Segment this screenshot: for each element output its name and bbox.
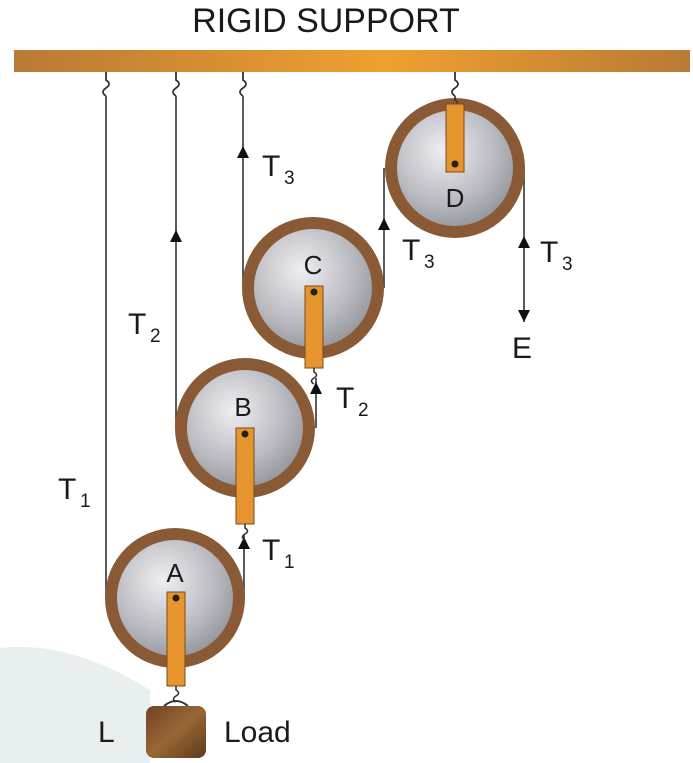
pulley-strap: [304, 285, 324, 369]
svg-text:2: 2: [358, 400, 369, 421]
pulley-a: A: [105, 528, 245, 703]
arrow-down-icon: [518, 310, 530, 322]
arrow-up-icon: [378, 218, 390, 230]
support-hooks: [102, 72, 459, 97]
arrow-up-icon: [518, 236, 530, 248]
pulley-c: C: [242, 217, 384, 385]
axle: [172, 594, 180, 602]
svg-text:T: T: [128, 308, 146, 341]
svg-text:2: 2: [150, 326, 161, 347]
hook-icon: [172, 72, 180, 97]
load-text: Load: [224, 716, 291, 749]
arrow-up-icon: [237, 146, 249, 158]
load-weight: [146, 706, 206, 758]
pulley-label: B: [234, 392, 251, 422]
load-handle: [163, 700, 189, 707]
svg-text:T: T: [540, 236, 558, 269]
svg-text:T: T: [402, 234, 420, 267]
svg-text:3: 3: [284, 168, 295, 189]
svg-text:T: T: [262, 534, 280, 567]
hook-icon: [451, 72, 459, 97]
load-block: [146, 700, 206, 758]
pulley-label: C: [304, 250, 323, 280]
hook-icon: [172, 686, 180, 703]
svg-text:1: 1: [284, 552, 295, 573]
axle: [310, 288, 318, 296]
rigid-support-bar: [14, 50, 690, 72]
arrow-up-icon: [310, 382, 322, 394]
pulley-d: D: [385, 96, 525, 238]
svg-text:T: T: [336, 382, 354, 415]
pulley-strap: [235, 427, 255, 525]
tension-label-t3-right: T 3: [540, 236, 573, 275]
tension-label-t2-arrow: T 2: [336, 382, 369, 421]
arrow-up-icon: [238, 537, 250, 549]
hook-icon: [241, 524, 249, 541]
axle: [451, 160, 459, 168]
pulley-b: B: [175, 358, 315, 541]
load-letter: L: [98, 716, 115, 749]
hook-icon: [102, 72, 110, 97]
svg-text:T: T: [262, 150, 280, 183]
support-title: RIGID SUPPORT: [192, 2, 460, 40]
hook-icon: [310, 368, 318, 385]
svg-text:3: 3: [424, 252, 435, 273]
tension-label-t3-top: T 3: [262, 150, 295, 189]
pulley-label: A: [166, 558, 184, 588]
pulley-label: D: [446, 183, 465, 213]
tension-label-t1-arrow: T 1: [262, 534, 295, 573]
hook-icon: [239, 72, 247, 97]
tension-label-t1-left: T 1: [58, 473, 91, 512]
tension-label-t2-left: T 2: [128, 308, 161, 347]
tension-arrows: [170, 146, 530, 549]
axle: [241, 430, 249, 438]
pulley-strap: [166, 591, 186, 687]
svg-text:3: 3: [562, 254, 573, 275]
svg-text:T: T: [58, 473, 76, 506]
effort-label: E: [512, 332, 532, 365]
svg-text:1: 1: [80, 491, 91, 512]
watermark-shape: [0, 646, 150, 763]
tension-label-t3-mid: T 3: [402, 234, 435, 273]
arrow-up-icon: [170, 230, 182, 242]
pulley-strap: [445, 103, 465, 173]
